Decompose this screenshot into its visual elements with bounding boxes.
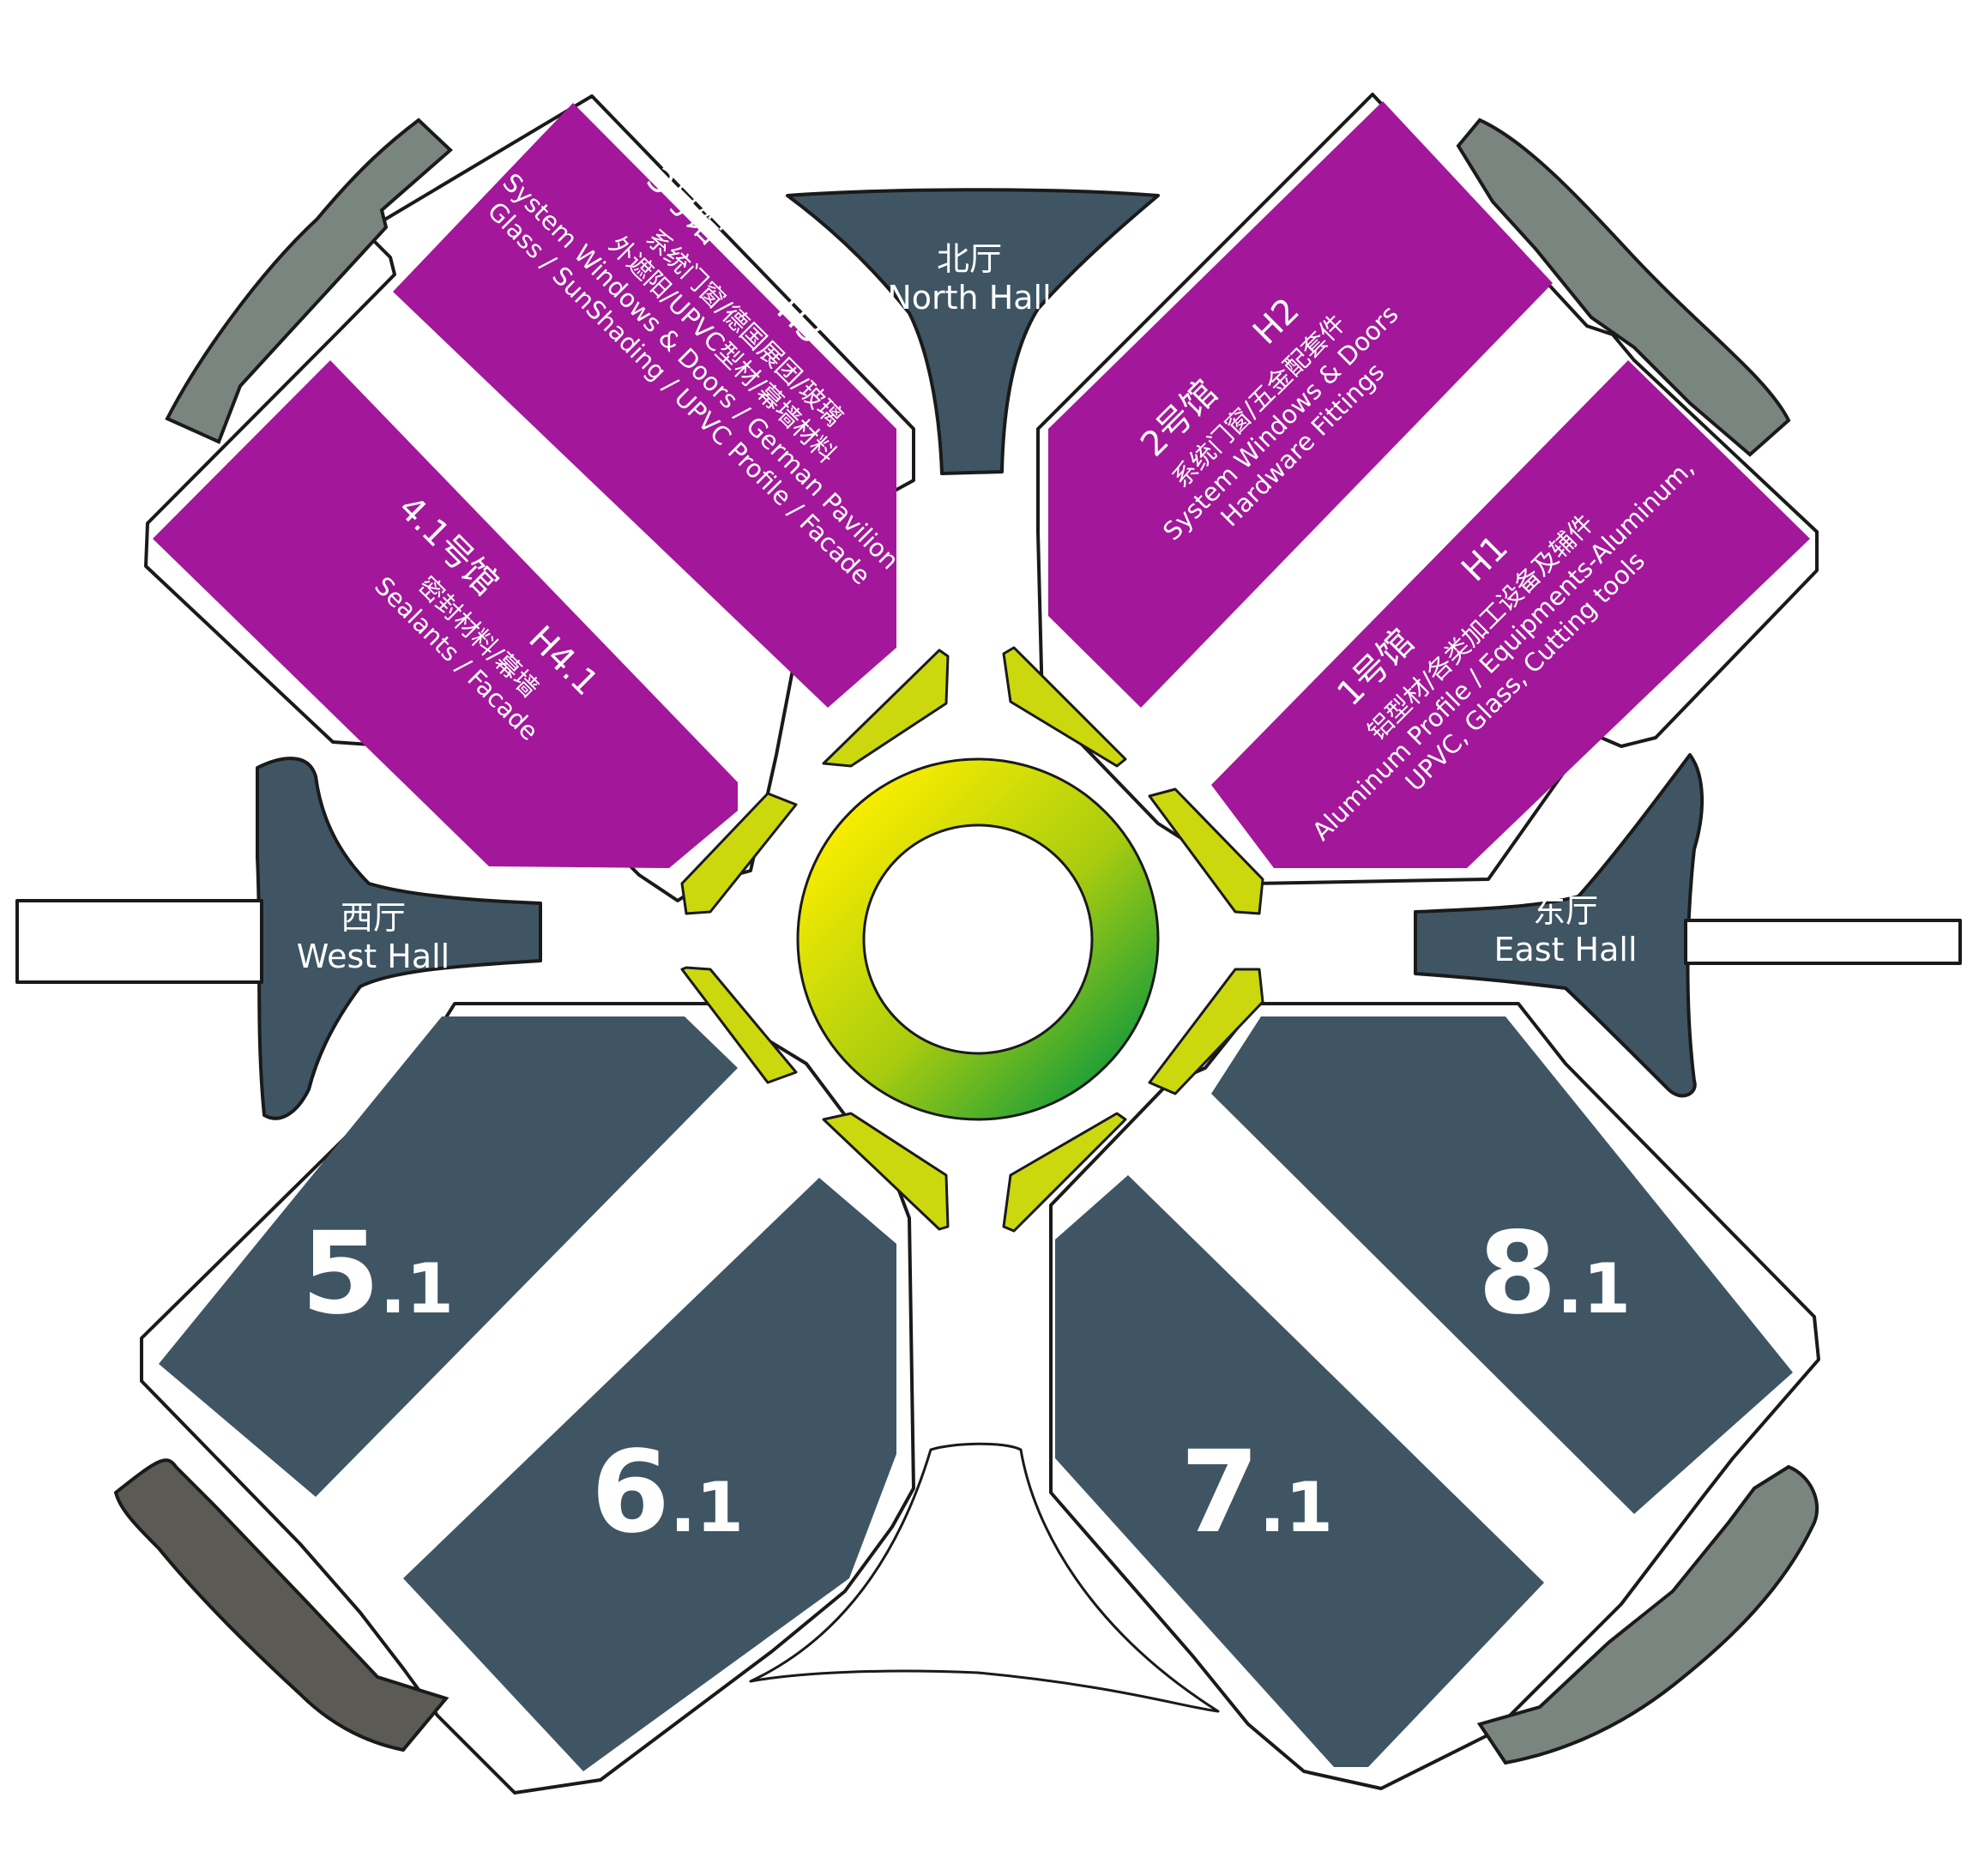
- west-lobby: [256, 757, 542, 1120]
- hall-6-1-number: 6: [591, 1427, 670, 1559]
- hall-7-1-suffix: .1: [1259, 1468, 1333, 1547]
- east-bridge: [1684, 919, 1962, 965]
- hall-7-1-label: 7.1: [1180, 1427, 1333, 1559]
- pad-ese: [1148, 968, 1264, 1095]
- corner-blocks: [113, 118, 1819, 1765]
- hall-h3[interactable]: [393, 103, 896, 708]
- hall-h1[interactable]: [1211, 360, 1810, 868]
- north-lobby: [786, 188, 1160, 475]
- pad-ssw: [822, 1112, 950, 1231]
- pad-nne: [1002, 646, 1127, 768]
- hall-8-1[interactable]: [1211, 1016, 1793, 1514]
- hall-5-1-label: 5.1: [301, 1208, 454, 1340]
- corner-block-se: [1476, 1464, 1819, 1765]
- north-lobby-label-cn: 北厅: [937, 240, 1002, 278]
- hall-6-1[interactable]: [403, 1178, 896, 1771]
- lobby-labels: 北厅 North Hall 西厅 West Hall 东厅 East Hall: [297, 240, 1638, 975]
- east-lobby: [1414, 753, 1704, 1098]
- hall-8-1-suffix: .1: [1557, 1249, 1631, 1329]
- ring-inner: [862, 823, 1094, 1055]
- east-lobby-label-cn: 东厅: [1533, 892, 1598, 930]
- grey-halls: [159, 1016, 1793, 1771]
- corner-block-ne: [1456, 118, 1791, 457]
- hall-8-1-label: 8.1: [1478, 1208, 1631, 1340]
- hall-8-1-number: 8: [1478, 1208, 1557, 1340]
- pad-ene: [1148, 787, 1264, 915]
- south-lobby: [749, 1442, 1220, 1713]
- hall-h41[interactable]: [153, 360, 738, 868]
- hall-5-1-number: 5: [301, 1208, 380, 1340]
- west-lobby-label-cn: 西厅: [341, 899, 406, 937]
- central-ring: [796, 757, 1160, 1121]
- pad-wsw: [680, 966, 798, 1084]
- hall-6-1-label: 6.1: [591, 1427, 744, 1559]
- hall-h2[interactable]: [1048, 101, 1553, 708]
- purple-halls: [153, 101, 1810, 868]
- hall-5-1[interactable]: [159, 1016, 738, 1497]
- west-lobby-label-en: West Hall: [297, 938, 450, 975]
- green-pads: [680, 646, 1264, 1233]
- west-bridge: [15, 899, 263, 984]
- grey-hall-numbers: 5.1 6.1 7.1 8.1: [301, 1208, 1631, 1559]
- pad-wnw: [680, 792, 798, 915]
- hall-6-1-suffix: .1: [670, 1468, 744, 1547]
- east-lobby-label-en: East Hall: [1493, 931, 1637, 968]
- north-lobby-label-en: North Hall: [887, 279, 1051, 317]
- hall-7-1[interactable]: [1055, 1175, 1544, 1767]
- pad-sse: [1002, 1112, 1127, 1233]
- pad-nnw: [822, 648, 950, 768]
- hall-7-1-number: 7: [1180, 1427, 1259, 1559]
- corner-block-sw: [113, 1458, 450, 1752]
- hall-5-1-suffix: .1: [380, 1249, 454, 1329]
- corner-block-nw: [165, 118, 453, 444]
- lobbies: [15, 188, 1962, 1713]
